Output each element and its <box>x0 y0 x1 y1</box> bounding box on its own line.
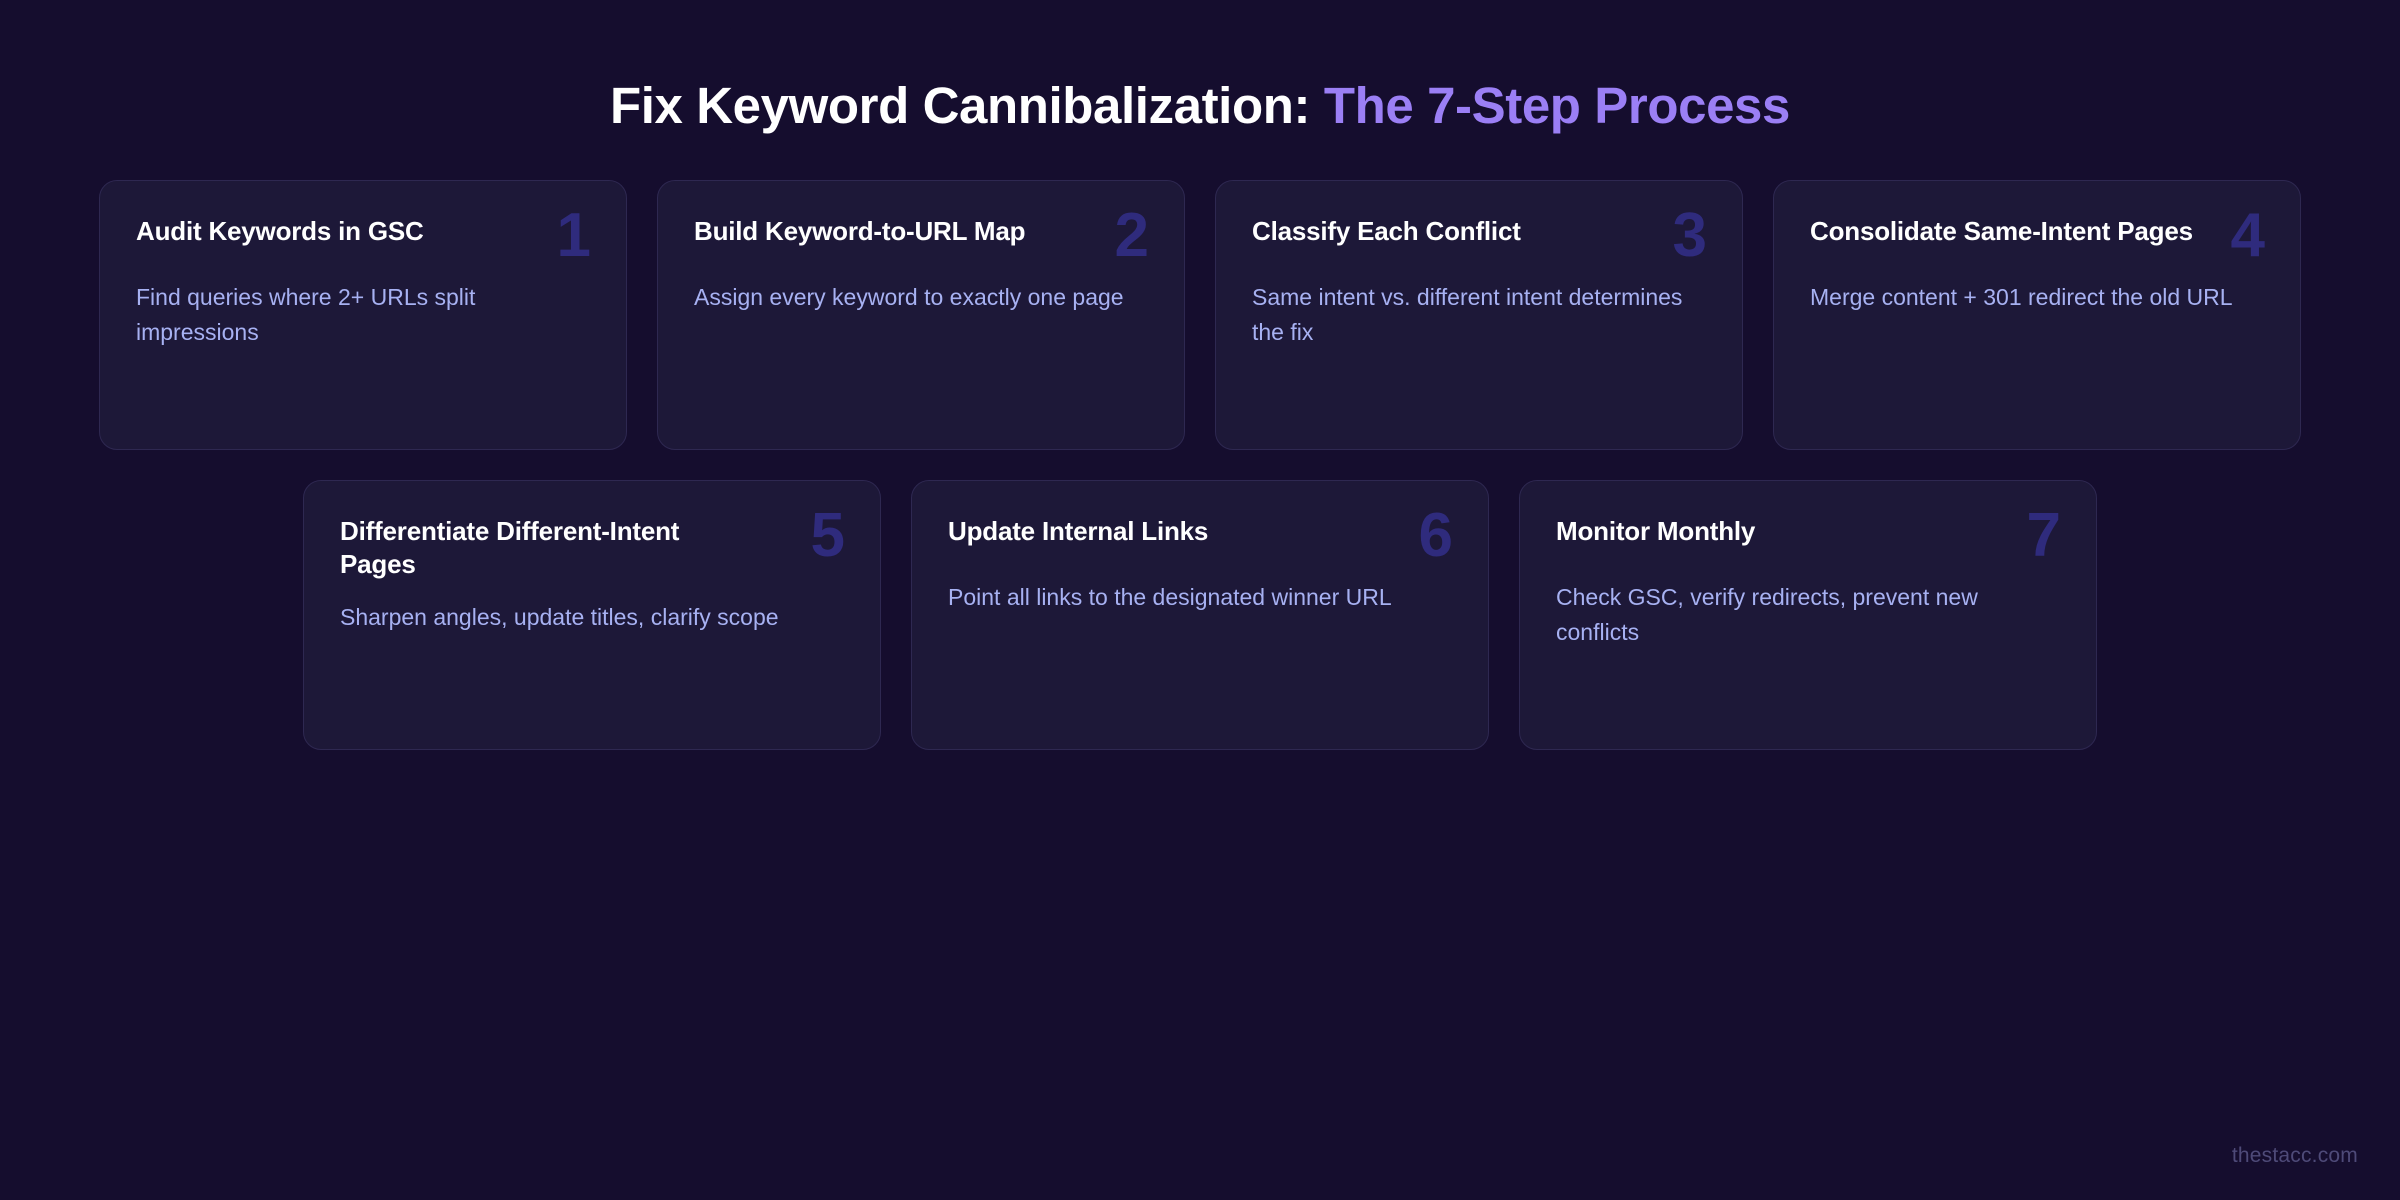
step-card-header: Monitor Monthly 7 <box>1556 505 2061 567</box>
steps-row-first: Audit Keywords in GSC 1 Find queries whe… <box>99 180 2301 451</box>
step-card-header: Update Internal Links 6 <box>948 505 1453 567</box>
step-description: Find queries where 2+ URLs split impress… <box>136 283 476 345</box>
step-card-4[interactable]: Consolidate Same-Intent Pages 4 Merge co… <box>1773 180 2301 451</box>
step-card-header: Audit Keywords in GSC 1 <box>136 205 591 267</box>
page-title-accent: The 7-Step Process <box>1323 77 1791 134</box>
step-title: Classify Each Conflict <box>1252 216 1521 247</box>
step-description: Sharpen angles, update titles, clarify s… <box>340 603 779 630</box>
step-title: Consolidate Same-Intent Pages <box>1810 216 2193 247</box>
step-number-badge: 7 <box>2026 501 2061 571</box>
site-watermark: thestacc.com <box>2231 1144 2358 1167</box>
step-number-badge: 4 <box>2230 201 2265 271</box>
step-card-5[interactable]: Differentiate Different-Intent Pages 5 S… <box>303 480 881 751</box>
step-number-badge: 2 <box>1114 201 1149 271</box>
step-card-2[interactable]: Build Keyword-to-URL Map 2 Assign every … <box>657 180 1185 451</box>
page-header: Fix Keyword Cannibalization: The 7-Step … <box>0 0 2400 134</box>
step-number-badge: 3 <box>1672 201 1707 271</box>
step-title: Build Keyword-to-URL Map <box>694 216 1026 247</box>
steps-grid: Audit Keywords in GSC 1 Find queries whe… <box>0 180 2400 751</box>
page-title-main: Fix Keyword Cannibalization: <box>610 77 1311 134</box>
step-number-badge: 6 <box>1418 501 1453 571</box>
step-description: Assign every keyword to exactly one page <box>694 283 1124 310</box>
step-title: Differentiate Different-Intent Pages <box>340 516 680 580</box>
page-title: Fix Keyword Cannibalization: The 7-Step … <box>610 77 1791 134</box>
step-description: Check GSC, verify redirects, prevent new… <box>1556 583 1978 645</box>
step-title: Update Internal Links <box>948 516 1209 547</box>
step-card-6[interactable]: Update Internal Links 6 Point all links … <box>911 480 1489 751</box>
step-card-1[interactable]: Audit Keywords in GSC 1 Find queries whe… <box>99 180 627 451</box>
step-description: Same intent vs. different intent determi… <box>1252 283 1683 345</box>
steps-row-second: Differentiate Different-Intent Pages 5 S… <box>303 480 2097 751</box>
step-title: Audit Keywords in GSC <box>136 216 424 247</box>
step-number-badge: 5 <box>810 501 845 571</box>
step-description: Merge content + 301 redirect the old URL <box>1810 283 2233 310</box>
step-card-3[interactable]: Classify Each Conflict 3 Same intent vs.… <box>1215 180 1743 451</box>
step-card-header: Differentiate Different-Intent Pages 5 <box>340 505 845 582</box>
step-card-header: Classify Each Conflict 3 <box>1252 205 1707 267</box>
step-description: Point all links to the designated winner… <box>948 583 1392 610</box>
step-card-7[interactable]: Monitor Monthly 7 Check GSC, verify redi… <box>1519 480 2097 751</box>
step-number-badge: 1 <box>556 201 591 271</box>
step-card-header: Consolidate Same-Intent Pages 4 <box>1810 205 2265 267</box>
step-card-header: Build Keyword-to-URL Map 2 <box>694 205 1149 267</box>
step-title: Monitor Monthly <box>1556 516 1756 547</box>
